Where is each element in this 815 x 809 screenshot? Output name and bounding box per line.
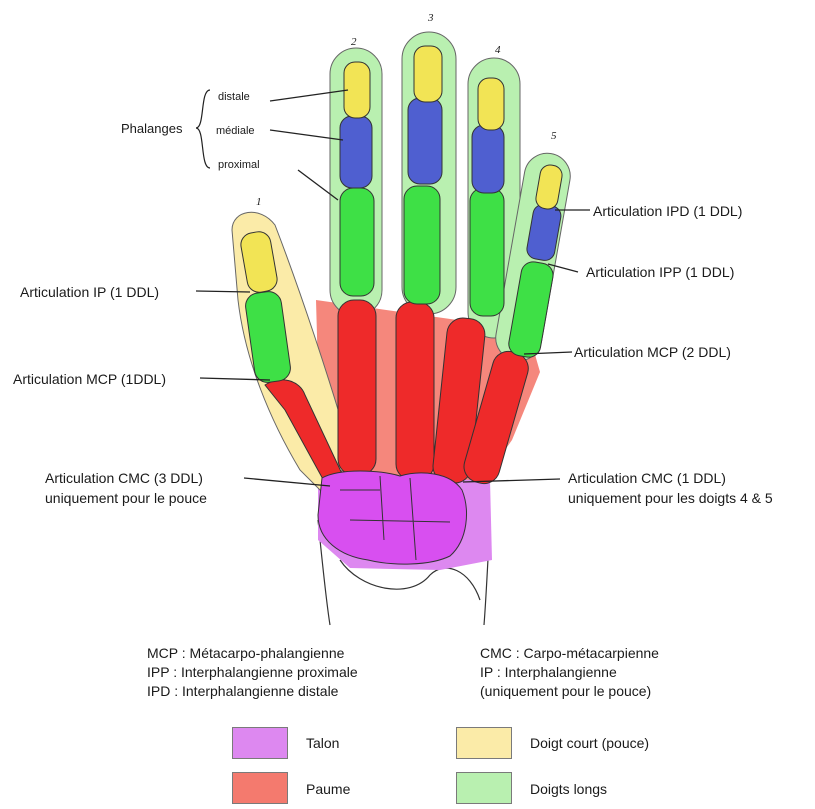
label-cmc-fingers-2: uniquement pour les doigts 4 & 5	[568, 489, 773, 507]
legend-swatch-paume	[232, 772, 288, 804]
label-mcp-thumb: Articulation MCP (1DDL)	[13, 370, 166, 388]
phalanx-medial-label: médiale	[216, 122, 255, 140]
label-ipd: Articulation IPD (1 DDL)	[593, 202, 742, 220]
legend-swatch-doigt-court	[456, 727, 512, 759]
label-cmc-thumb-1: Articulation CMC (3 DDL)	[45, 469, 203, 487]
label-cmc-thumb-2: uniquement pour le pouce	[45, 489, 207, 507]
label-cmc-fingers-1: Articulation CMC (1 DDL)	[568, 469, 726, 487]
abbr-ipd: IPD : Interphalangienne distale	[147, 682, 358, 701]
abbreviations-left: MCP : Métacarpo-phalangienne IPP : Inter…	[147, 644, 358, 701]
legend-label-doigt-court: Doigt court (pouce)	[530, 734, 649, 752]
label-mcp-fingers: Articulation MCP (2 DDL)	[574, 343, 731, 361]
label-ipp: Articulation IPP (1 DDL)	[586, 263, 734, 281]
label-ip-thumb: Articulation IP (1 DDL)	[20, 283, 159, 301]
abbr-mcp: MCP : Métacarpo-phalangienne	[147, 644, 358, 663]
hand-anatomy-diagram	[0, 0, 815, 640]
phalanx-distal-label: distale	[218, 88, 250, 106]
finger-number-2: 2	[351, 36, 357, 48]
legend-label-doigts-longs: Doigts longs	[530, 780, 607, 798]
carpal-bones	[318, 471, 466, 564]
finger-number-1: 1	[256, 196, 262, 208]
finger-number-5: 5	[551, 130, 557, 142]
abbreviations-right: CMC : Carpo-métacarpienne IP : Interphal…	[480, 644, 659, 701]
abbr-ip: IP : Interphalangienne	[480, 663, 659, 682]
legend-swatch-doigts-longs	[456, 772, 512, 804]
abbr-ipp: IPP : Interphalangienne proximale	[147, 663, 358, 682]
legend-swatch-talon	[232, 727, 288, 759]
abbr-ip-note: (uniquement pour le pouce)	[480, 682, 659, 701]
legend-label-paume: Paume	[306, 780, 350, 798]
phalanges-bracket	[196, 90, 210, 168]
phalanx-proximal-label: proximal	[218, 156, 260, 174]
phalanges-group-label: Phalanges	[121, 120, 182, 138]
abbr-cmc: CMC : Carpo-métacarpienne	[480, 644, 659, 663]
finger-number-3: 3	[428, 12, 434, 24]
finger-number-4: 4	[495, 44, 501, 56]
legend-label-talon: Talon	[306, 734, 339, 752]
